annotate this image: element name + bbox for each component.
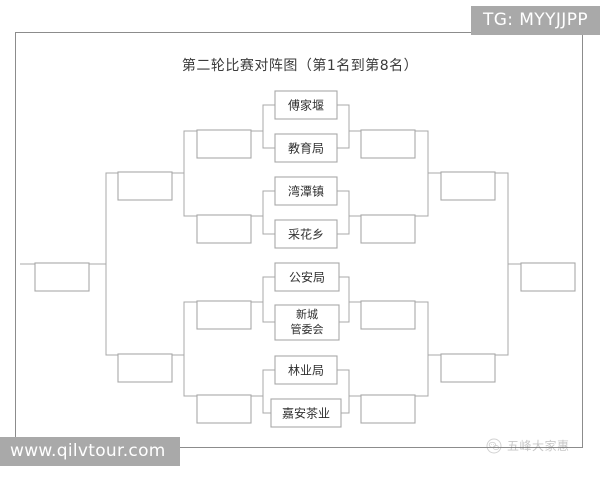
bracket-slot-empty[interactable] [196, 394, 252, 424]
bracket-slot-empty[interactable] [34, 262, 90, 292]
team-node-jiaoyuju[interactable]: 教育局 [274, 133, 338, 163]
bracket-slot-empty[interactable] [360, 300, 416, 330]
bracket-slot-empty[interactable] [196, 300, 252, 330]
bracket-diagram: 傅家堰 教育局 湾潭镇 采花乡 公安局 [20, 90, 576, 428]
page-title: 第二轮比赛对阵图（第1名到第8名） [181, 58, 419, 74]
bracket-slot-empty[interactable] [196, 214, 252, 244]
team-box[interactable] [274, 90, 338, 120]
bracket-connectors [20, 104, 521, 414]
bracket-slot-empty[interactable] [440, 171, 496, 201]
team-node-xinchengguanweihui[interactable]: 新城 管委会 [274, 304, 340, 341]
team-label: 嘉安茶业 [282, 406, 330, 421]
bracket-slot-empty[interactable] [117, 353, 173, 383]
bracket-slot-empty[interactable] [440, 353, 496, 383]
team-node-gonganju[interactable]: 公安局 [274, 262, 340, 292]
team-label: 采花乡 [288, 227, 324, 242]
team-box[interactable] [274, 176, 338, 206]
team-node-linyeju[interactable]: 林业局 [274, 355, 338, 385]
team-label: 林业局 [288, 364, 324, 378]
bracket-slot-empty[interactable] [117, 171, 173, 201]
team-label: 傅家堰 [288, 98, 324, 113]
bracket-node-boxes: 傅家堰 教育局 湾潭镇 采花乡 公安局 [34, 90, 576, 428]
bracket-slot-empty[interactable] [360, 129, 416, 159]
bracket-slot-empty[interactable] [360, 394, 416, 424]
team-label: 湾潭镇 [288, 184, 324, 199]
team-node-wantanzhen[interactable]: 湾潭镇 [274, 176, 338, 206]
team-box[interactable] [274, 133, 338, 163]
team-label: 教育局 [288, 141, 324, 156]
team-box[interactable] [274, 355, 338, 385]
team-label: 公安局 [289, 270, 325, 285]
website-watermark: www.qilvtour.com [0, 437, 180, 466]
team-box[interactable] [274, 304, 340, 341]
telegram-watermark: TG: MYYJJPP [470, 6, 600, 35]
bracket-frame: 第二轮比赛对阵图（第1名到第8名） [15, 32, 583, 453]
team-node-jiaanchaye[interactable]: 嘉安茶业 [270, 398, 342, 428]
team-node-fujiayan[interactable]: 傅家堰 [274, 90, 338, 120]
team-label-line2: 管委会 [291, 322, 324, 336]
bracket-slot-empty[interactable] [360, 214, 416, 244]
team-box[interactable] [274, 219, 338, 249]
team-node-caihuaxiang[interactable]: 采花乡 [274, 219, 338, 249]
bracket-slot-empty[interactable] [520, 262, 576, 292]
team-box[interactable] [270, 398, 342, 428]
team-box[interactable] [274, 262, 340, 292]
bracket-slot-empty[interactable] [196, 129, 252, 159]
team-label-line1: 新城 [296, 307, 318, 321]
